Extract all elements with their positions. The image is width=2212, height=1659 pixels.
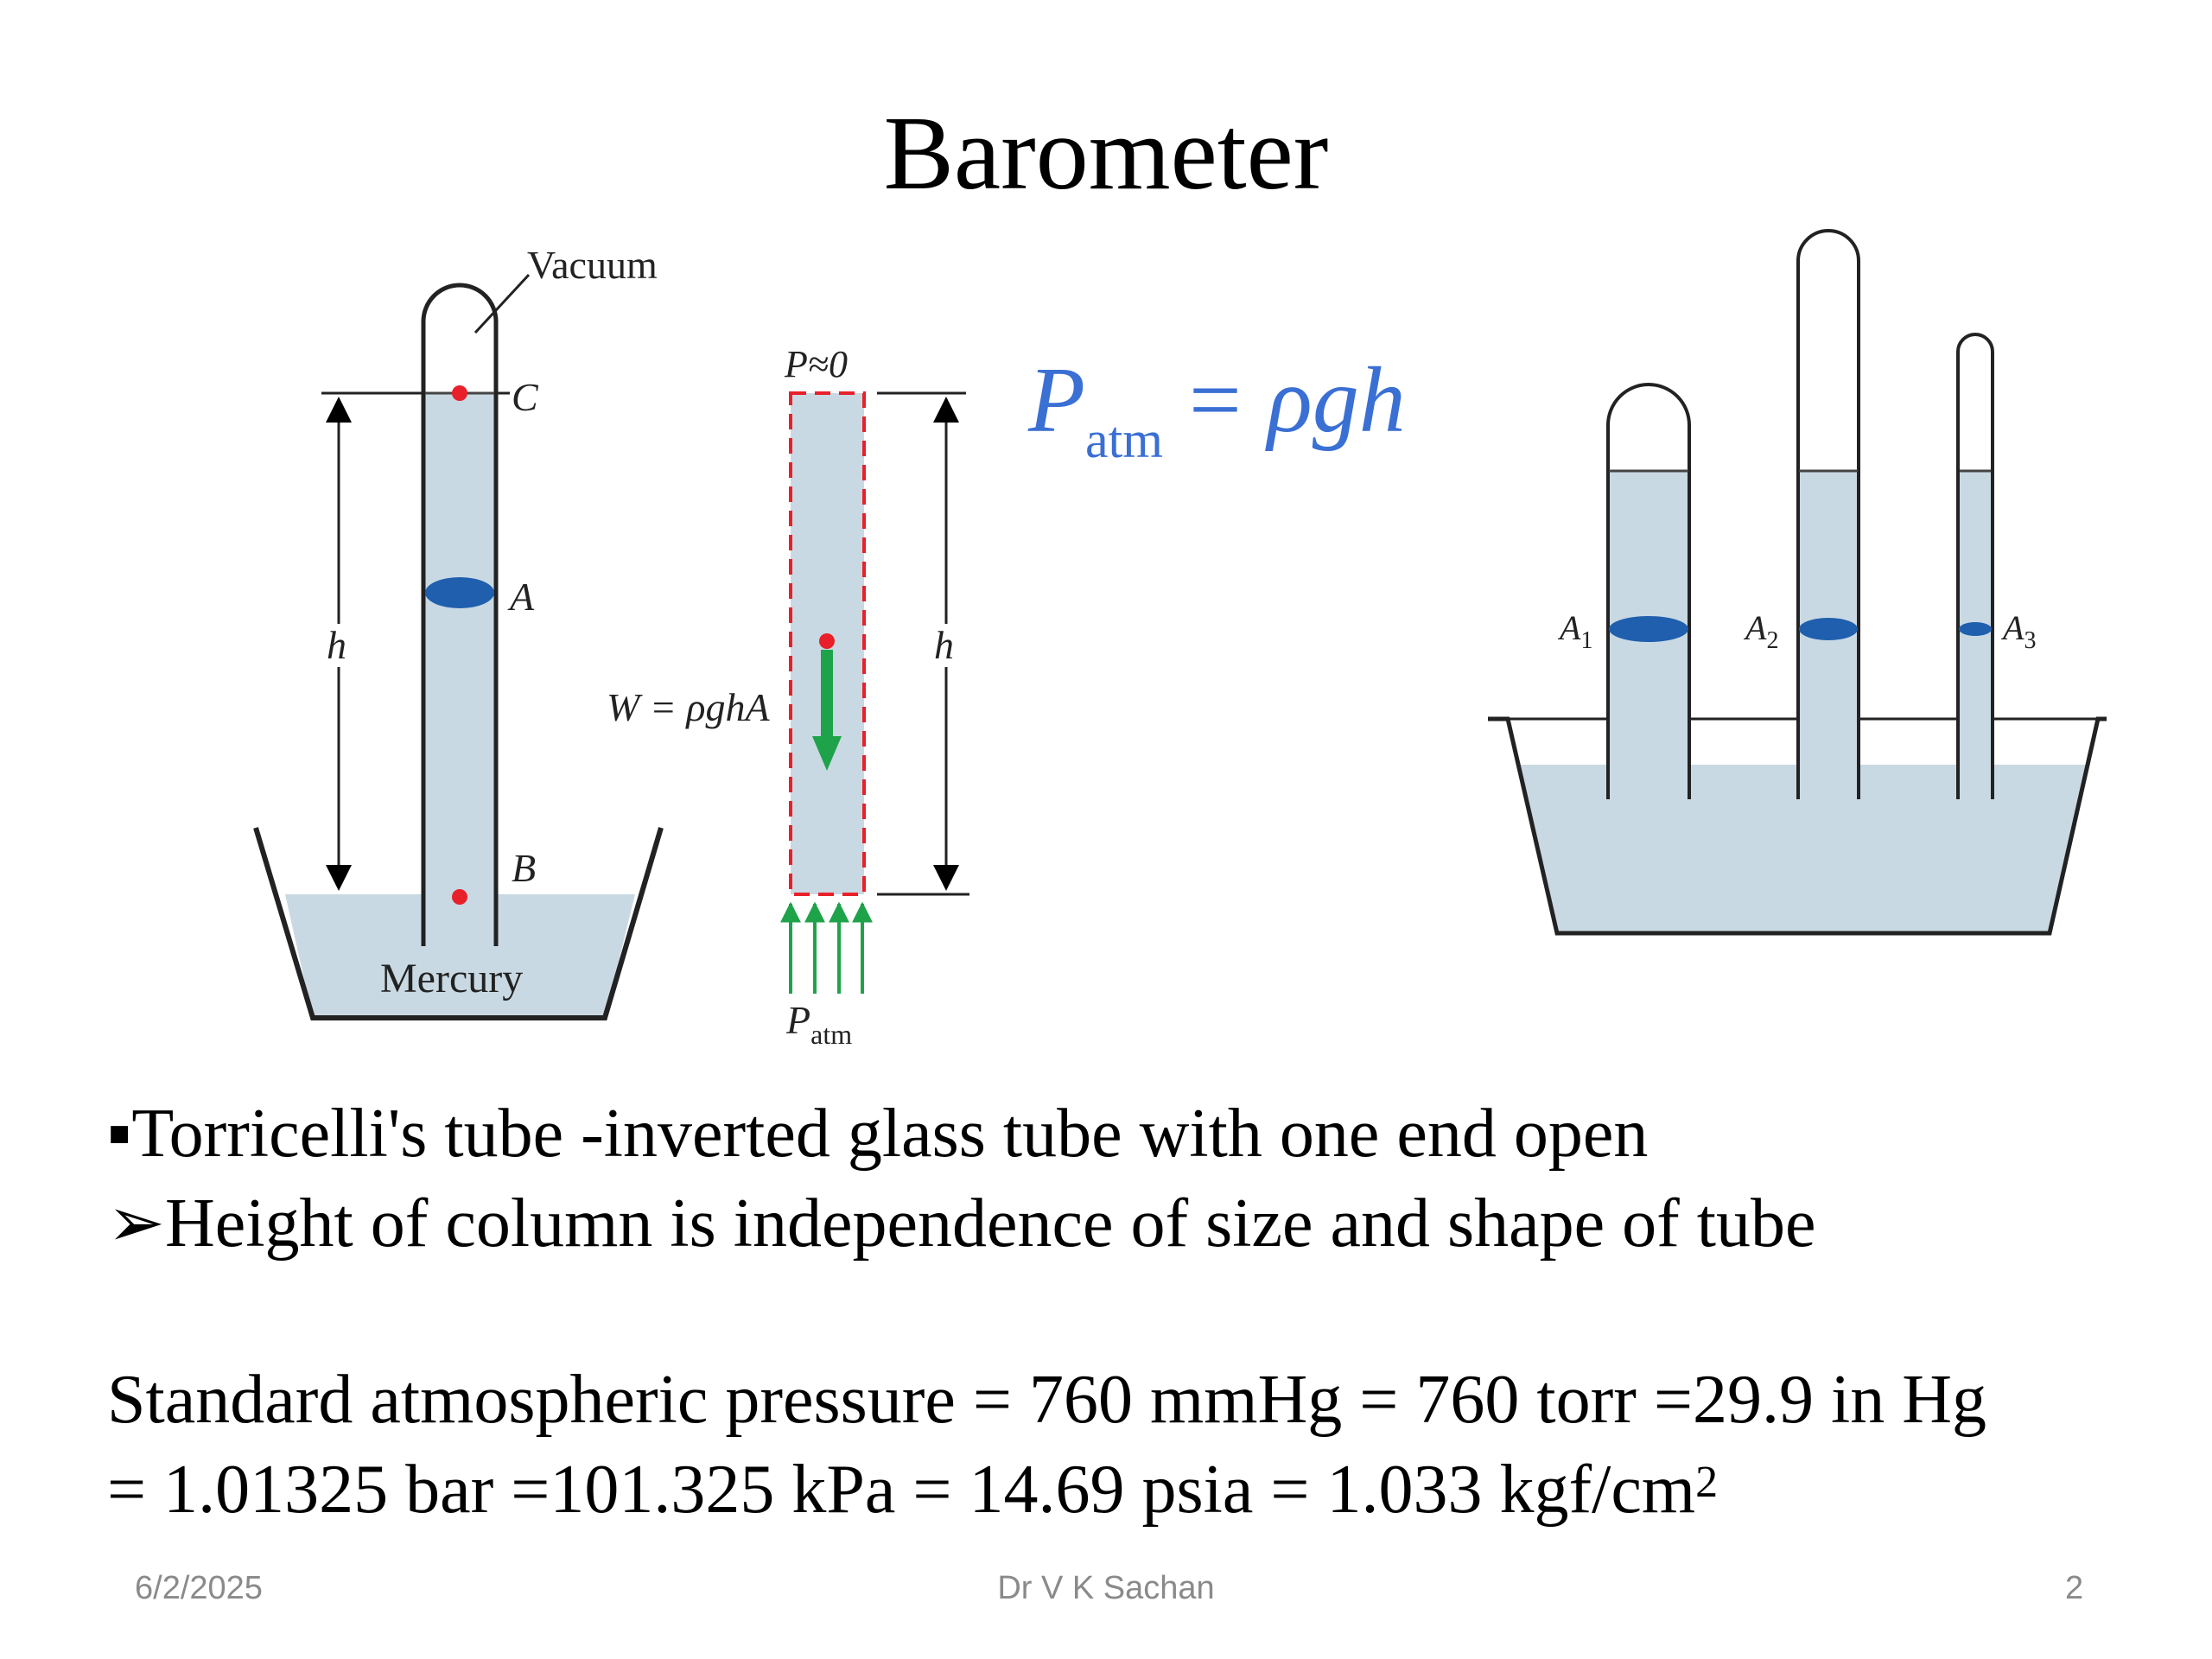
bullet-list: ▪Torricelli's tube -inverted glass tube … (107, 1089, 1816, 1268)
weight-label: W = ρghA (607, 685, 770, 729)
formula-lhs-sub: atm (1084, 411, 1163, 468)
point-a-label: A (507, 575, 535, 619)
bullet-text: Height of column is independence of size… (165, 1185, 1816, 1262)
a3-sub: 3 (2024, 627, 2036, 654)
mercury-pool (285, 894, 635, 1018)
p-atm-label: P (785, 998, 810, 1042)
formula-lhs: P (1028, 349, 1085, 452)
standard-pressure-line-1: Standard atmospheric pressure = 760 mmHg… (107, 1362, 1986, 1438)
centroid-point (819, 633, 835, 649)
formula-rhs: ρgh (1267, 349, 1406, 452)
vacuum-leader (474, 273, 531, 334)
standard-pressure-line-2: = 1.01325 bar =101.325 kPa = 14.69 psia … (107, 1452, 1719, 1528)
squared-superscript: 2 (1695, 1458, 1719, 1507)
a3-label: A (2000, 608, 2024, 647)
patm-arrows (780, 901, 873, 994)
tube-mercury-column (425, 393, 494, 946)
formula-eq: = (1188, 349, 1242, 452)
point-b (452, 889, 467, 905)
p-top-label: P≈0 (784, 343, 848, 385)
a2-sub: 2 (1766, 627, 1778, 654)
mercury-label: Mercury (380, 956, 523, 1001)
arrow-bullet-icon: ➢ (107, 1185, 166, 1262)
height-label-mid: h (934, 623, 954, 667)
height-label-left: h (327, 623, 346, 667)
tube-3-outline (1956, 333, 1994, 799)
area-a-disk (425, 577, 494, 608)
tube-outline (421, 283, 499, 946)
three-tubes-diagram: A1 A2 A3 (1488, 229, 2107, 936)
footer-page-number: 2 (2065, 1570, 2084, 1606)
bullet-item: ➢Height of column is independence of siz… (107, 1179, 1816, 1268)
a2-label: A (1743, 608, 1767, 647)
point-b-label: B (512, 846, 536, 890)
a1-sub: 1 (1580, 627, 1592, 654)
footer-date: 6/2/2025 (135, 1570, 263, 1606)
a1-label: A (1557, 608, 1581, 647)
free-body-diagram: P≈0 h W = ρghA Patm (607, 343, 969, 1050)
barometer-formula: Patm =ρgh (1028, 349, 1406, 468)
vacuum-label: Vacuum (527, 243, 658, 287)
right-basin-outline (1488, 716, 2107, 936)
basin-outline (253, 827, 664, 1020)
svg-text:A3: A3 (2000, 608, 2036, 654)
svg-text:A1: A1 (1557, 608, 1592, 654)
tube-2-area (1799, 618, 1858, 640)
tube-1-area (1609, 616, 1688, 642)
right-basin-liquid (1519, 765, 2087, 933)
svg-text:A2: A2 (1743, 608, 1778, 654)
tube-1-outline (1606, 383, 1691, 799)
point-c-label: C (512, 375, 539, 419)
tube-3-area (1959, 622, 1992, 636)
p-atm-sub: atm (810, 1019, 852, 1050)
footer-author: Dr V K Sachan (997, 1570, 1215, 1606)
tube-2-outline (1796, 229, 1860, 799)
bullet-item: ▪Torricelli's tube -inverted glass tube … (107, 1089, 1816, 1179)
square-bullet-icon: ▪ (107, 1096, 132, 1172)
torricelli-diagram: Vacuum h C A B Mercury (253, 243, 664, 1020)
svg-text:Patm: Patm (785, 998, 852, 1050)
slide-title: Barometer (883, 95, 1329, 212)
point-c (452, 385, 467, 401)
standard-pressure: Standard atmospheric pressure = 760 mmHg… (107, 1355, 1986, 1535)
bullet-text: Torricelli's tube -inverted glass tube w… (131, 1096, 1649, 1172)
